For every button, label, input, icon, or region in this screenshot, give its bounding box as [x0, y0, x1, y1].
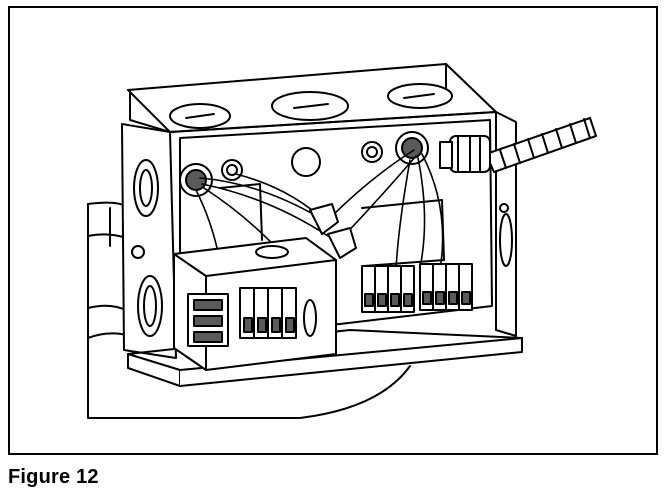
left-knockouts — [131, 159, 163, 337]
right-knockouts — [499, 203, 513, 267]
mounting-bracket — [87, 201, 411, 419]
wires — [195, 149, 444, 299]
wire-grommets — [179, 131, 429, 197]
wiring-diagram — [87, 63, 597, 419]
terminal-block-right — [419, 263, 473, 311]
terminal-block-center-right — [361, 265, 415, 313]
wire-nuts — [309, 203, 357, 259]
top-knockouts — [169, 83, 453, 129]
figure-frame — [8, 6, 658, 455]
figure-caption: Figure 12 — [8, 466, 99, 488]
terminal-block-left — [187, 293, 229, 347]
flex-conduit — [439, 117, 597, 173]
interior-plate — [219, 183, 445, 267]
terminal-block-center-left — [239, 287, 297, 339]
